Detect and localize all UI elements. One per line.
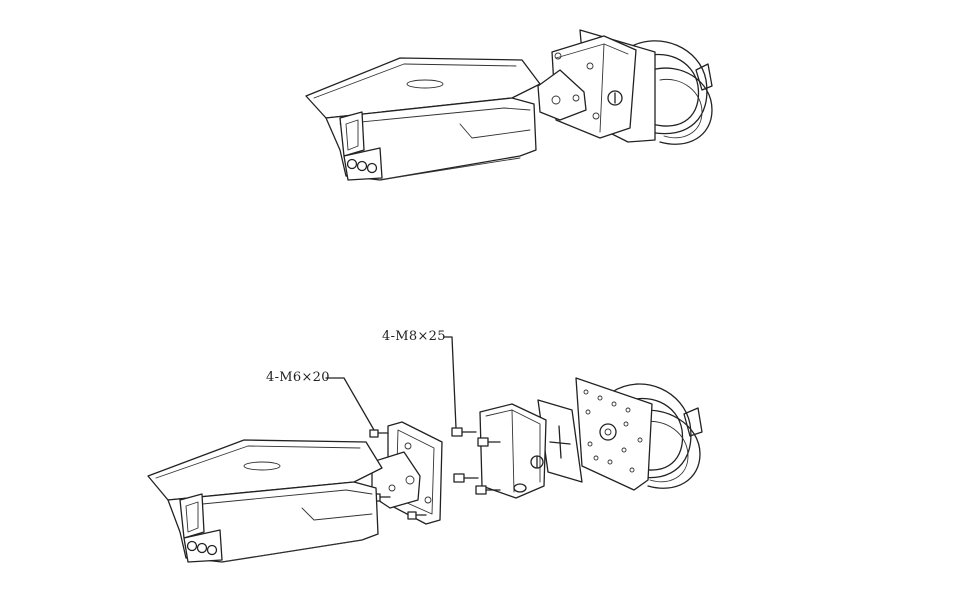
exploded-view bbox=[147, 336, 703, 563]
camera-housing-top bbox=[305, 57, 541, 181]
assembled-camera bbox=[305, 29, 713, 181]
pole-clamp-bottom bbox=[611, 383, 703, 489]
callout-m6-screws: 4-M6×20 bbox=[266, 370, 330, 385]
bracket-arm-top bbox=[537, 69, 587, 121]
m8-screws bbox=[451, 427, 501, 495]
callout-m8-screws: 4-M8×25 bbox=[382, 329, 446, 344]
pole-clamp-top bbox=[627, 40, 713, 145]
camera-housing-bottom bbox=[147, 439, 383, 563]
junction-box-bottom bbox=[479, 403, 547, 499]
leader-m8 bbox=[443, 336, 457, 429]
mount-plate-bottom bbox=[575, 377, 653, 491]
leader-m6 bbox=[325, 377, 375, 431]
